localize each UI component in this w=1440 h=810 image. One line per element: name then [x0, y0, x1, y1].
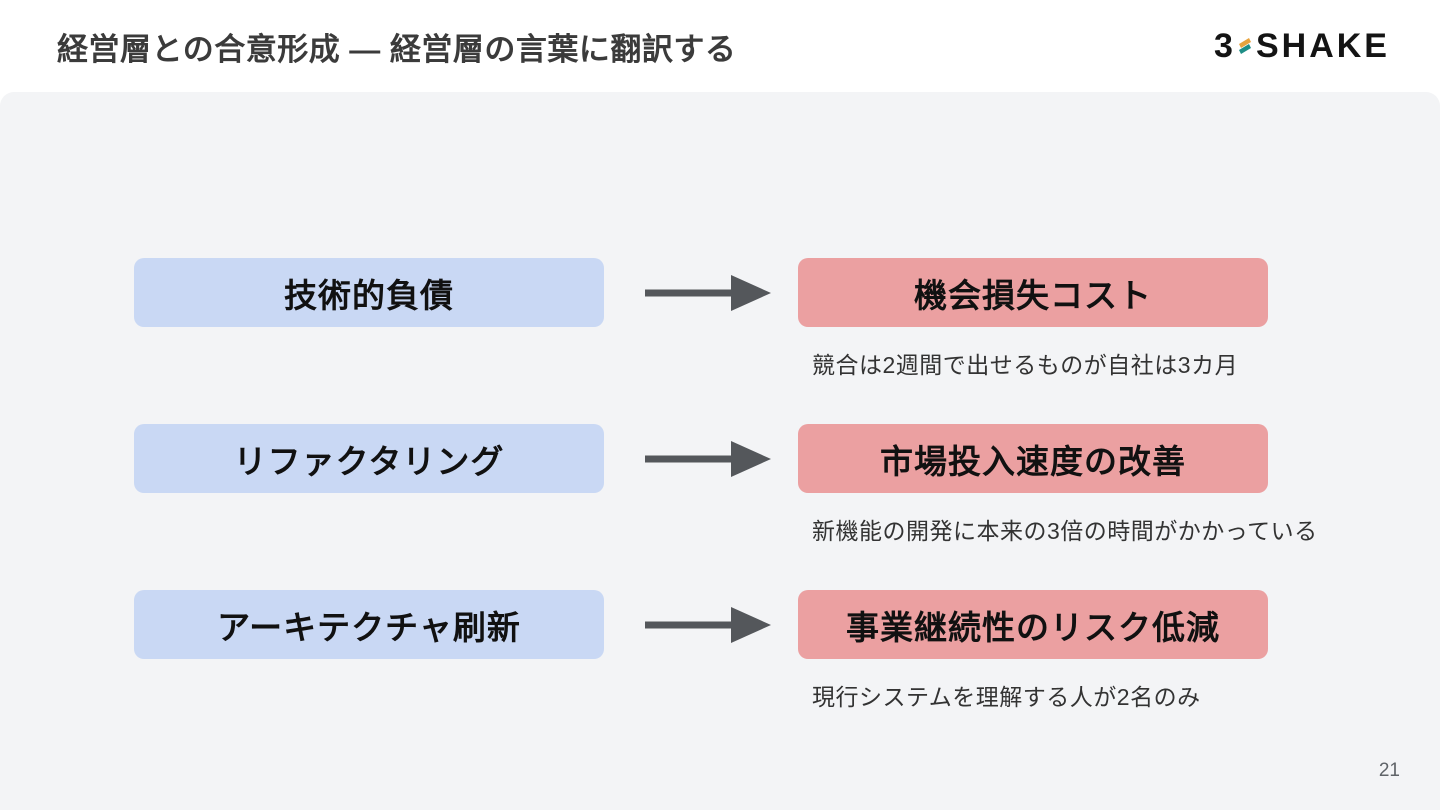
row-caption: 新機能の開発に本来の3倍の時間がかかっている: [812, 518, 1318, 544]
business-term-label: 機会損失コスト: [914, 276, 1152, 314]
business-term-label: 市場投入速度の改善: [880, 442, 1186, 480]
slide-header: 経営層との合意形成 — 経営層の言葉に翻訳する 3 SHAKE: [0, 0, 1440, 92]
mapping-row: リファクタリング 市場投入速度の改善 新機能の開発に本来の3倍の時間がかかってい…: [0, 424, 1440, 584]
business-term-box: 事業継続性のリスク低減: [798, 590, 1268, 659]
slide-title: 経営層との合意形成 — 経営層の言葉に翻訳する: [57, 31, 737, 67]
tech-term-label: 技術的負債: [284, 276, 454, 314]
tech-term-box: アーキテクチャ刷新: [134, 590, 604, 659]
page-number: 21: [1378, 760, 1400, 781]
arrow-icon: [645, 441, 771, 477]
tech-term-label: リファクタリング: [233, 442, 505, 480]
business-term-box: 市場投入速度の改善: [798, 424, 1268, 493]
row-caption: 競合は2週間で出せるものが自社は3カ月: [812, 352, 1239, 378]
arrow-icon: [645, 607, 771, 643]
business-term-label: 事業継続性のリスク低減: [846, 608, 1220, 646]
arrow-icon: [645, 275, 771, 311]
mapping-row: アーキテクチャ刷新 事業継続性のリスク低減 現行システムを理解する人が2名のみ: [0, 590, 1440, 750]
brand-logo: 3 SHAKE: [1214, 27, 1390, 66]
tech-term-box: 技術的負債: [134, 258, 604, 327]
logo-spark-icon: [1238, 38, 1251, 54]
mapping-row: 技術的負債 機会損失コスト 競合は2週間で出せるものが自社は3カ月: [0, 258, 1440, 418]
tech-term-label: アーキテクチャ刷新: [217, 608, 521, 646]
row-caption: 現行システムを理解する人が2名のみ: [812, 684, 1201, 710]
logo-text: SHAKE: [1255, 26, 1390, 65]
content-panel: 技術的負債 機会損失コスト 競合は2週間で出せるものが自社は3カ月 リファクタリ…: [0, 92, 1440, 810]
logo-number: 3: [1214, 26, 1236, 65]
business-term-box: 機会損失コスト: [798, 258, 1268, 327]
tech-term-box: リファクタリング: [134, 424, 604, 493]
